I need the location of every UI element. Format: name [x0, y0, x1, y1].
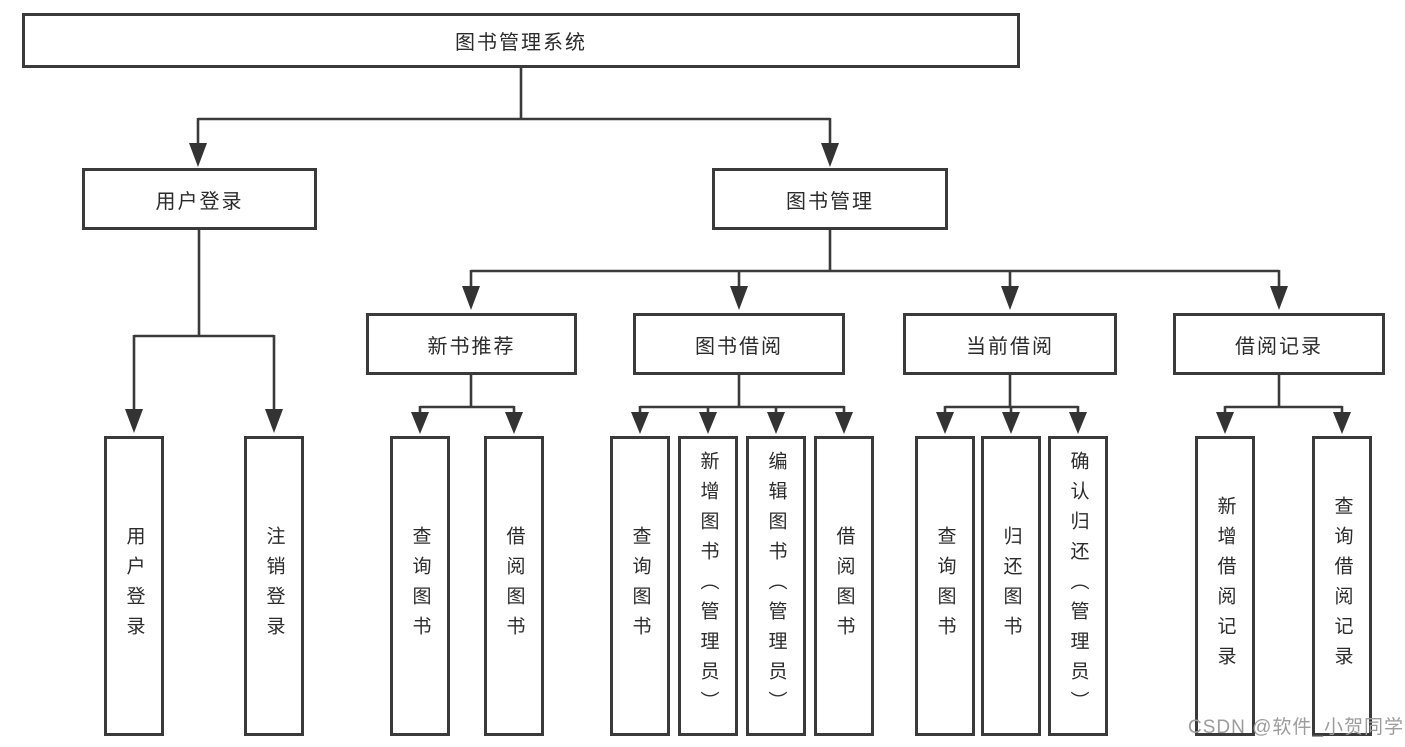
leaf-return-book-label: 归还图书	[1000, 526, 1022, 646]
leaf-borrow-book-1-label: 借阅图书	[503, 526, 525, 646]
leaf-query-book-1: 查询图书	[390, 436, 450, 736]
leaf-confirm-return-admin: 确认归还（管理员）	[1048, 436, 1108, 736]
leaf-add-borrow-record-label: 新增借阅记录	[1214, 496, 1236, 676]
leaf-return-book: 归还图书	[981, 436, 1041, 736]
leaf-user-login: 用户登录	[104, 436, 164, 736]
node-current-borrow-label: 当前借阅	[966, 335, 1054, 358]
node-borrow-records: 借阅记录	[1173, 313, 1385, 375]
leaf-query-book-3: 查询图书	[915, 436, 975, 736]
leaf-logout: 注销登录	[244, 436, 304, 736]
leaf-edit-book-admin: 编辑图书（管理员）	[746, 436, 806, 736]
node-new-book-recommend-label: 新书推荐	[427, 335, 516, 358]
leaf-edit-book-admin-label: 编辑图书（管理员）	[765, 451, 787, 721]
node-borrow-records-label: 借阅记录	[1235, 335, 1323, 358]
leaf-user-login-label: 用户登录	[123, 526, 145, 646]
leaf-add-book-admin-label: 新增图书（管理员）	[697, 451, 719, 721]
leaf-query-borrow-record-label: 查询借阅记录	[1331, 496, 1353, 676]
leaf-confirm-return-admin-label: 确认归还（管理员）	[1067, 451, 1089, 721]
leaf-add-book-admin: 新增图书（管理员）	[678, 436, 738, 736]
node-user-login: 用户登录	[82, 168, 317, 230]
csdn-watermark: CSDN @软件_小贺同学	[1188, 717, 1404, 738]
leaf-query-book-2-label: 查询图书	[629, 526, 651, 646]
node-book-management: 图书管理	[712, 168, 948, 230]
leaf-borrow-book-2-label: 借阅图书	[833, 526, 855, 646]
node-current-borrow: 当前借阅	[903, 313, 1117, 375]
leaf-logout-label: 注销登录	[263, 526, 285, 646]
leaf-add-borrow-record: 新增借阅记录	[1195, 436, 1255, 736]
leaf-query-book-2: 查询图书	[610, 436, 670, 736]
node-book-borrow: 图书借阅	[633, 313, 845, 375]
leaf-query-borrow-record: 查询借阅记录	[1312, 436, 1372, 736]
leaf-borrow-book-2: 借阅图书	[814, 436, 874, 736]
node-root: 图书管理系统	[22, 13, 1020, 68]
node-user-login-label: 用户登录	[155, 190, 244, 213]
node-book-borrow-label: 图书借阅	[695, 335, 783, 358]
leaf-query-book-1-label: 查询图书	[409, 526, 431, 646]
node-book-management-label: 图书管理	[786, 190, 874, 213]
node-new-book-recommend: 新书推荐	[366, 313, 577, 375]
leaf-borrow-book-1: 借阅图书	[484, 436, 544, 736]
node-root-label: 图书管理系统	[455, 32, 587, 54]
leaf-query-book-3-label: 查询图书	[934, 526, 956, 646]
